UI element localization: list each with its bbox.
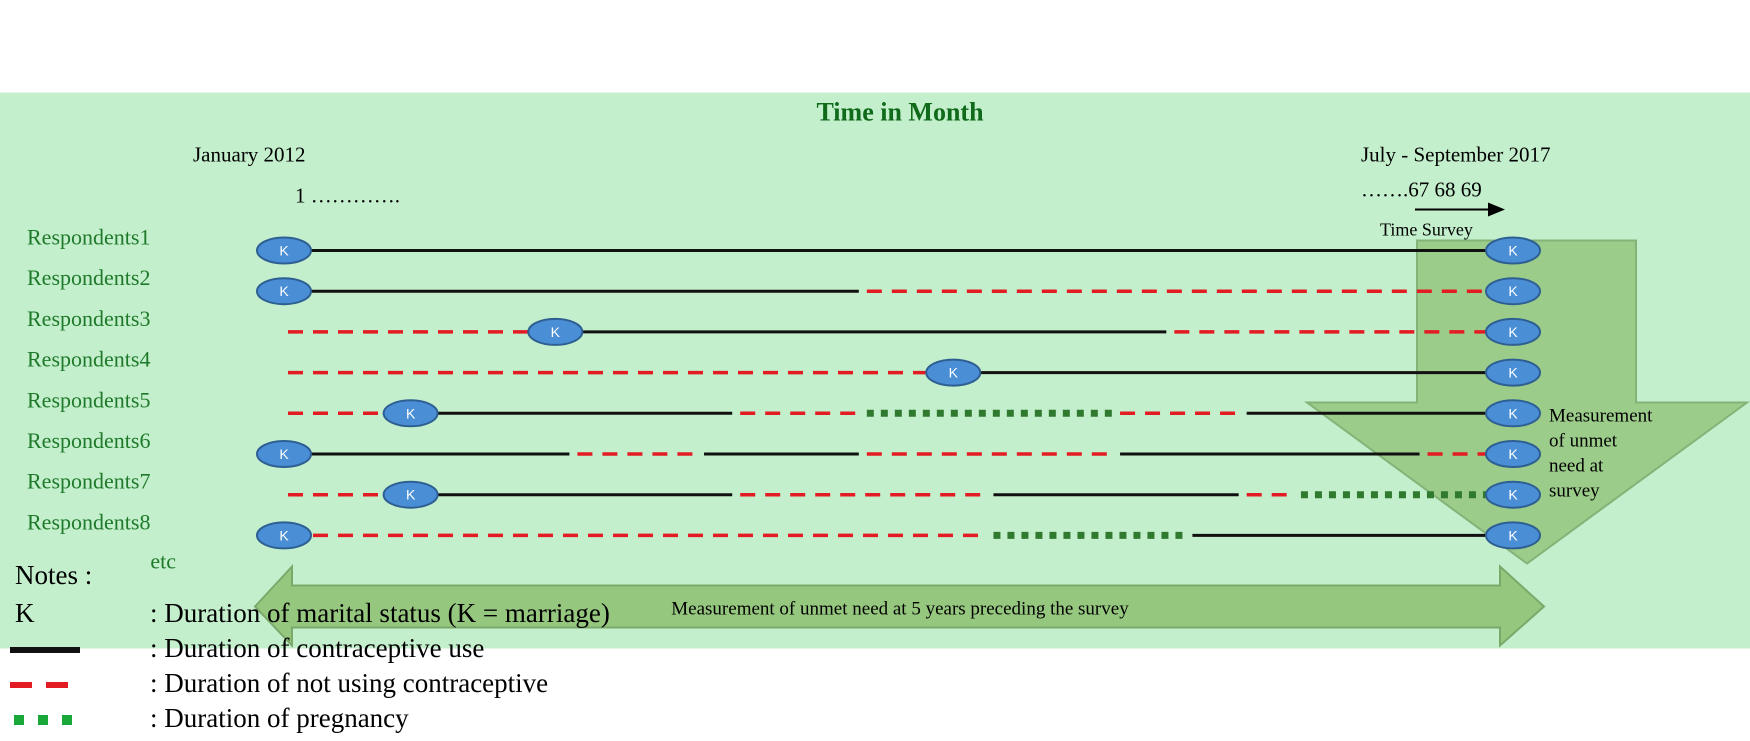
marriage-marker-label: K (949, 365, 959, 381)
marriage-marker (1485, 317, 1541, 346)
time-survey-arrow-head (1488, 202, 1505, 217)
marriage-marker-label: K (551, 324, 561, 340)
respondent-label: Respondents6 (27, 428, 150, 453)
respondent-label: Respondents8 (27, 509, 150, 534)
marriage-marker-label: K (1508, 405, 1518, 421)
marriage-marker-label: K (406, 487, 416, 503)
marriage-marker (1485, 440, 1541, 468)
legend-text-marriage: : Duration of marital status (K = marria… (150, 598, 610, 628)
survey-arrow-text: Measurement of unmet need at survey (1549, 406, 1653, 502)
contraceptive-use-line-icon (10, 647, 80, 653)
respondent-label: Respondents3 (27, 306, 150, 331)
marriage-marker-label: K (406, 405, 416, 421)
legend-text-not-using: : Duration of not using contraceptive (150, 668, 549, 698)
marriage-marker (382, 480, 439, 509)
marriage-marker-label: K (1508, 243, 1518, 259)
respondent-label: Respondents7 (27, 469, 150, 494)
month-start-label: 1 …………. (295, 184, 400, 208)
respondent-label: Respondents4 (27, 347, 150, 372)
marriage-marker (1485, 480, 1541, 509)
legend-item-contraceptive-use: : Duration of contraceptive use (0, 633, 900, 667)
marriage-marker-label: K (279, 243, 289, 259)
marriage-marker-label: K (1508, 365, 1518, 381)
respondent-label: Respondents2 (27, 265, 150, 290)
legend-item-not-using: : Duration of not using contraceptive (0, 668, 900, 702)
marriage-marker-label: K (279, 527, 289, 543)
start-date-label: January 2012 (193, 143, 306, 167)
marriage-marker-label: K (279, 446, 289, 462)
end-date-label: July - September 2017 (1361, 143, 1551, 167)
survey-arrow-text-line: need at (1549, 456, 1604, 477)
respondent-label: Respondents1 (27, 225, 150, 250)
marriage-symbol: K (15, 598, 35, 628)
respondent-label: Respondents5 (27, 387, 150, 412)
marriage-marker (527, 317, 584, 346)
notes-legend: Notes : K : Duration of marital status (… (0, 556, 1750, 741)
etc-label: etc (150, 549, 176, 574)
legend-item-marriage: K : Duration of marital status (K = marr… (0, 598, 900, 632)
notes-title: Notes : (15, 560, 93, 590)
marriage-marker (1485, 399, 1541, 428)
month-end-label: …….67 68 69 (1361, 178, 1482, 202)
marriage-marker (1485, 358, 1541, 387)
marriage-marker (256, 440, 312, 468)
marriage-marker (925, 358, 982, 387)
marriage-marker (1485, 236, 1541, 265)
marriage-marker (1485, 521, 1541, 550)
five-year-double-arrow (253, 563, 1546, 649)
pregnancy-line-icon (14, 715, 80, 725)
marriage-marker (256, 521, 312, 550)
marriage-marker-label: K (1508, 487, 1518, 503)
survey-arrow-text-line: survey (1549, 481, 1600, 502)
marriage-marker (382, 399, 439, 428)
legend-text-pregnancy: : Duration of pregnancy (150, 703, 409, 733)
marriage-marker-label: K (279, 283, 289, 299)
time-survey-label: Time Survey (1380, 220, 1473, 240)
survey-arrow-text-line: of unmet (1549, 431, 1618, 452)
not-using-line-icon (10, 682, 80, 688)
survey-arrow-text-line: Measurement (1549, 406, 1653, 427)
marriage-marker-label: K (1508, 283, 1518, 299)
marriage-marker (256, 277, 312, 306)
marriage-marker-label: K (1508, 446, 1518, 462)
marriage-marker-label: K (1508, 527, 1518, 543)
diagram-title: Time in Month (816, 98, 984, 127)
legend-text-contraceptive-use: : Duration of contraceptive use (150, 633, 485, 663)
marriage-marker-label: K (1508, 324, 1518, 340)
marriage-marker (256, 236, 312, 265)
five-year-label: Measurement of unmet need at 5 years pre… (671, 599, 1129, 620)
legend-item-pregnancy: : Duration of pregnancy (0, 703, 900, 737)
marriage-marker (1485, 277, 1541, 306)
